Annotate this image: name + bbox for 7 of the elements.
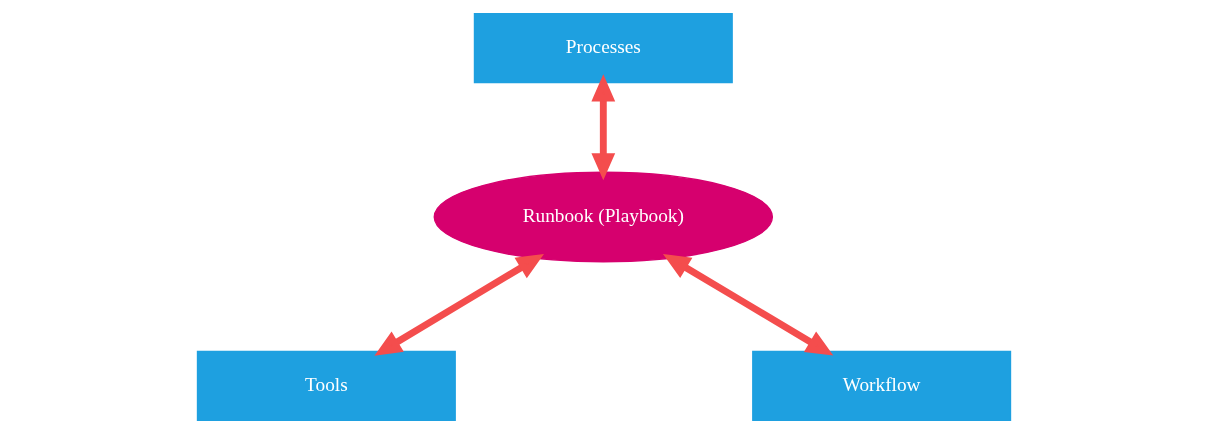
arrow: [373, 253, 544, 356]
node-box: Workflow: [751, 350, 1011, 421]
node-ellipse: Runbook (Playbook): [433, 171, 773, 263]
node-box: Processes: [473, 13, 733, 84]
arrow: [662, 253, 833, 356]
arrow: [590, 74, 615, 181]
node-box: Tools: [196, 350, 456, 421]
